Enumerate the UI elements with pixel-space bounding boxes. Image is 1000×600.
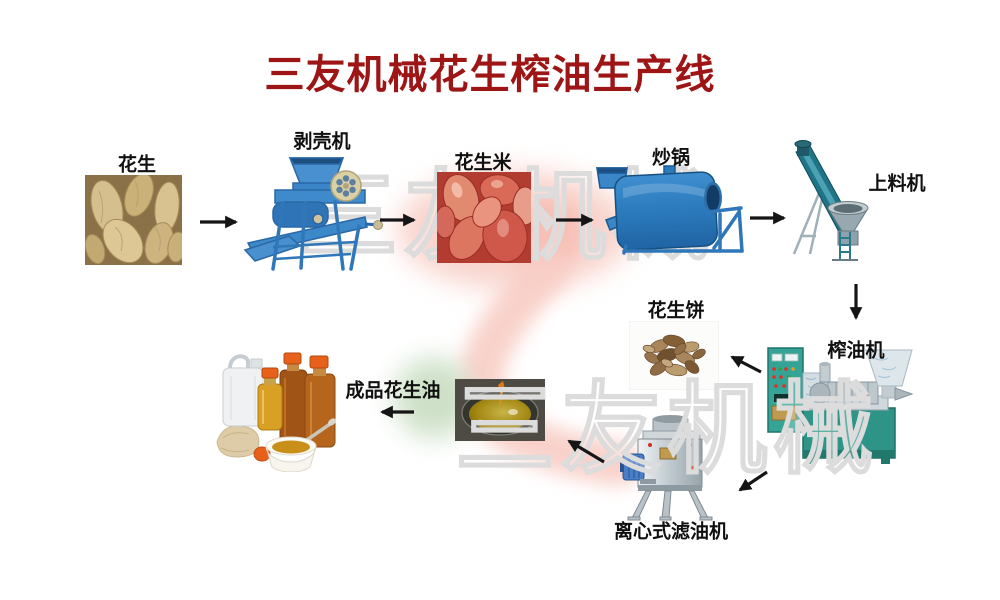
arrow-filter-to-oilpan xyxy=(567,439,605,464)
feeder-machine xyxy=(792,140,869,261)
label-kernels: 花生米 xyxy=(454,152,512,174)
press-barrel xyxy=(809,381,879,405)
label-filter: 离心式滤油机 xyxy=(613,521,729,543)
label-oil-product: 成品花生油 xyxy=(345,380,441,402)
arrow-press-to-filter xyxy=(738,470,768,492)
arrow-press-to-cake xyxy=(730,355,762,374)
watermark-bottom: 三友机械 xyxy=(455,374,879,486)
roaster-machine xyxy=(596,165,744,255)
logo-green-blob xyxy=(394,358,474,438)
label-cake: 花生饼 xyxy=(647,300,705,322)
oil-press-machine xyxy=(767,347,914,464)
press-spout xyxy=(894,387,914,401)
label-peanuts: 花生 xyxy=(117,154,157,176)
label-feeder: 上料机 xyxy=(868,173,926,195)
oil-bottles-photo xyxy=(216,352,337,472)
oil-bowl xyxy=(265,418,337,472)
oil-pan-photo xyxy=(455,379,545,441)
peanut-cake-photo xyxy=(629,321,719,390)
label-press: 榨油机 xyxy=(827,340,885,362)
filter-motor xyxy=(620,453,656,484)
plastic-bag xyxy=(216,425,260,458)
label-sheller: 剥壳机 xyxy=(293,131,351,153)
press-hopper xyxy=(865,349,913,399)
filter-machine xyxy=(620,415,713,521)
press-base xyxy=(802,407,896,459)
oil-bottle-small xyxy=(257,367,283,431)
loose-cap xyxy=(253,446,271,462)
peanuts-photo xyxy=(85,175,182,265)
feeder-ladder xyxy=(839,232,851,260)
page-title: 三友机械花生榨油生产线 xyxy=(264,53,716,97)
sheller-machine xyxy=(243,157,383,271)
peanut-kernels-photo xyxy=(437,172,531,263)
oil-bottle-large-2 xyxy=(304,355,336,448)
feeder-funnel xyxy=(827,201,869,246)
sheller-wheel xyxy=(330,170,362,202)
label-roaster: 炒锅 xyxy=(651,147,691,169)
flame xyxy=(498,381,505,396)
